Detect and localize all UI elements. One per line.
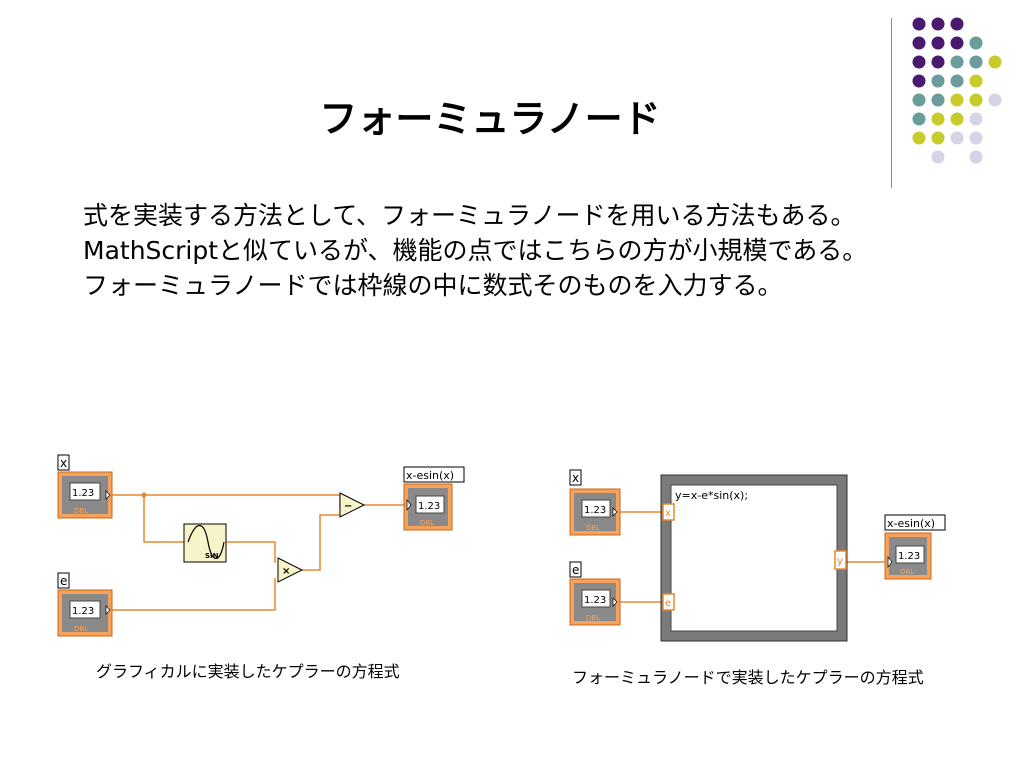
right-input-x-dbl-tag: DBL — [586, 524, 600, 532]
multiply-symbol: × — [282, 566, 290, 577]
output-value: 1.23 — [418, 501, 440, 512]
input-e-value: 1.23 — [72, 606, 94, 617]
formula-node-block-diagram: x 1.23 DBL e 1.23 DBL y=x-e*sin(x); x e … — [569, 469, 946, 642]
right-input-e-dbl-tag: DBL — [586, 614, 600, 622]
right-input-e-label-box — [569, 561, 582, 578]
decorative-dot — [912, 131, 926, 145]
terminal-x-label: x — [665, 508, 671, 519]
decorative-dot-matrix — [912, 17, 1002, 164]
divider-line — [891, 18, 892, 188]
decorative-dot — [931, 131, 945, 145]
output-label: x-esin(x) — [406, 469, 454, 482]
input-e-label-box — [57, 572, 70, 589]
decorative-dot — [950, 93, 964, 107]
input-e-dbl-tag: DBL — [74, 625, 88, 633]
decorative-dot — [969, 112, 983, 126]
decorative-dot — [950, 55, 964, 69]
input-x-dbl-tag: DBL — [74, 507, 88, 515]
decorative-dot — [950, 17, 964, 31]
right-input-e-control[interactable]: 1.23 DBL — [569, 578, 621, 626]
right-output-label-box — [884, 514, 946, 531]
right-input-x-value: 1.23 — [584, 505, 606, 516]
right-diagram-caption: フォーミュラノードで実装したケプラーの方程式 — [572, 668, 924, 687]
right-input-e-value: 1.23 — [584, 595, 606, 606]
input-e-label: e — [60, 574, 67, 588]
input-x-control[interactable]: 1.23 DBL — [57, 471, 113, 519]
decorative-dot — [931, 74, 945, 88]
decorative-dot — [931, 112, 945, 126]
terminal-x[interactable]: x — [662, 503, 675, 521]
subtract-node[interactable]: − — [339, 492, 366, 518]
decorative-dot — [931, 150, 945, 164]
output-label-box — [403, 466, 465, 483]
decorative-dot — [912, 74, 926, 88]
decorative-dot — [969, 93, 983, 107]
decorative-dot — [912, 112, 926, 126]
right-input-x-label: x — [572, 471, 579, 485]
formula-text: y=x-e*sin(x); — [675, 489, 748, 502]
sine-label: SIN — [205, 552, 219, 560]
output-indicator[interactable]: 1.23 DBL — [403, 483, 453, 531]
terminal-e-label: e — [665, 598, 671, 609]
decorative-dot — [912, 17, 926, 31]
decorative-dot — [931, 36, 945, 50]
paragraph-formula-node-intro: 式を実装する方法として、フォーミュラノードを用いる方法もある。 — [58, 201, 856, 230]
formula-node-frame[interactable]: y=x-e*sin(x); — [660, 474, 848, 642]
decorative-dot — [969, 36, 983, 50]
input-x-value: 1.23 — [72, 488, 94, 499]
decorative-dot — [950, 74, 964, 88]
decorative-dot — [931, 17, 945, 31]
right-input-x-control[interactable]: 1.23 DBL — [569, 488, 621, 536]
input-x-label-box — [57, 454, 70, 471]
graphical-block-diagram: x 1.23 DBL e 1.23 DBL SIN × − x-esin(x) — [57, 454, 465, 637]
terminal-y-label: y — [837, 556, 843, 567]
right-output-value: 1.23 — [898, 551, 920, 562]
output-dbl-tag: DBL — [420, 519, 434, 527]
decorative-dot — [969, 55, 983, 69]
right-output-dbl-tag: DBL — [900, 568, 914, 576]
right-output-indicator[interactable]: 1.23 DBL — [884, 532, 932, 580]
decorative-dot — [931, 93, 945, 107]
slide-title: フォーミュラノード — [319, 97, 661, 141]
multiply-node[interactable]: × — [277, 557, 304, 583]
decorative-dot — [950, 131, 964, 145]
paragraph-mathscript-compare: MathScriptと似ているが、機能の点ではこちらの方が小規模である。 — [58, 236, 868, 265]
sine-function-node[interactable]: SIN — [183, 523, 227, 563]
decorative-dot — [931, 55, 945, 69]
left-diagram-caption: グラフィカルに実装したケプラーの方程式 — [96, 662, 400, 681]
subtract-symbol: − — [344, 501, 352, 512]
right-output-label: x-esin(x) — [887, 517, 935, 530]
right-input-x-label-box — [569, 469, 582, 486]
terminal-e[interactable]: e — [662, 593, 675, 611]
decorative-dot — [912, 36, 926, 50]
paragraph-frame-input: フォーミュラノードでは枠線の中に数式そのものを入力する。 — [58, 271, 783, 300]
decorative-dot — [950, 112, 964, 126]
decorative-dot — [912, 55, 926, 69]
slide-body: 式を実装する方法として、フォーミュラノードを用いる方法もある。 MathScri… — [58, 198, 958, 303]
decorative-dot — [912, 93, 926, 107]
decorative-dot — [969, 74, 983, 88]
decorative-dot — [969, 150, 983, 164]
input-x-label: x — [60, 456, 67, 470]
right-input-e-label: e — [572, 563, 579, 577]
decorative-dot — [969, 131, 983, 145]
terminal-y[interactable]: y — [834, 550, 847, 570]
input-e-control[interactable]: 1.23 DBL — [57, 589, 113, 637]
decorative-dot — [950, 36, 964, 50]
decorative-dot — [988, 93, 1002, 107]
decorative-dot — [988, 55, 1002, 69]
